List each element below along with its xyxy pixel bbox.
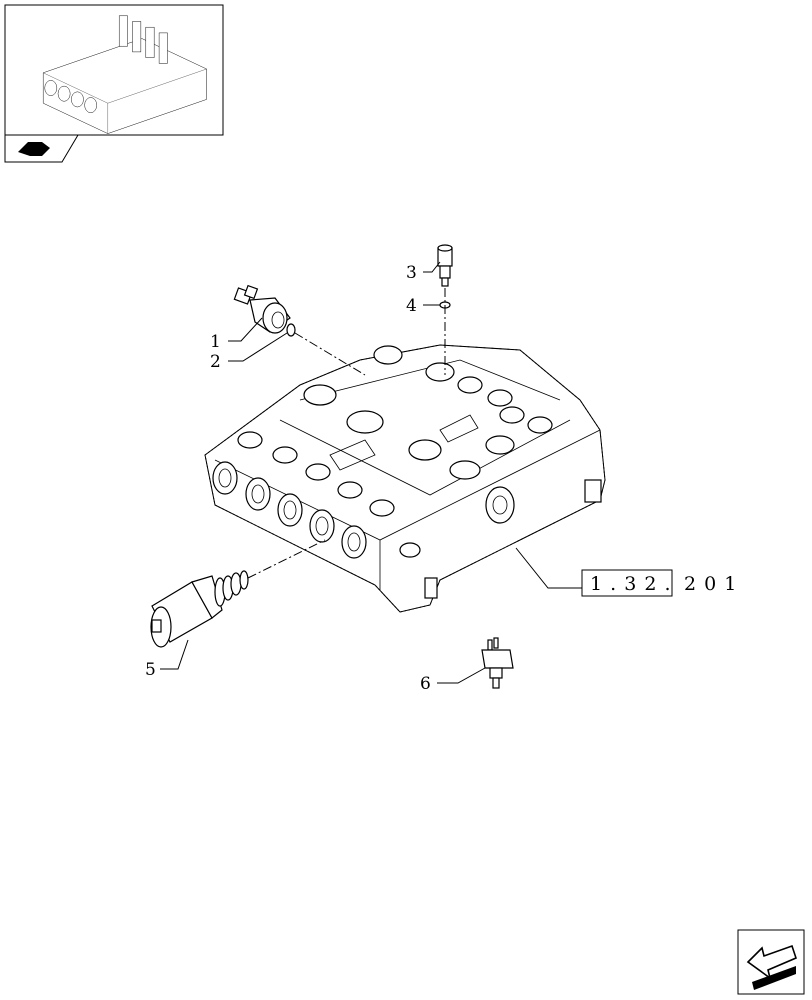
- next-page-arrow-icon[interactable]: [737, 929, 805, 995]
- part-3-sensor[interactable]: [437, 244, 453, 287]
- callout-1: 1: [210, 332, 221, 352]
- callout-6: 6: [420, 674, 431, 694]
- reference-code[interactable]: 1 . 3 2 . 2 0 1: [581, 569, 737, 597]
- reference-code-boxed: 1 . 3 2 .: [590, 573, 672, 595]
- callout-2: 2: [210, 352, 221, 372]
- port-row: [212, 461, 367, 559]
- section-tab-icon[interactable]: [4, 134, 79, 163]
- callout-3: 3: [406, 263, 417, 283]
- callout-4: 4: [406, 296, 417, 316]
- reference-code-suffix: 2 0 1: [684, 573, 737, 595]
- top-bosses: [237, 345, 553, 558]
- callout-5: 5: [145, 660, 156, 680]
- part-2-o-ring[interactable]: [286, 323, 296, 337]
- valve-body-housing[interactable]: [204, 344, 606, 613]
- part-6-switch[interactable]: [481, 637, 514, 689]
- part-1-pressure-switch[interactable]: [233, 284, 291, 334]
- assembly-thumbnail-icon[interactable]: [4, 4, 224, 136]
- part-5-solenoid-valve[interactable]: [150, 570, 249, 648]
